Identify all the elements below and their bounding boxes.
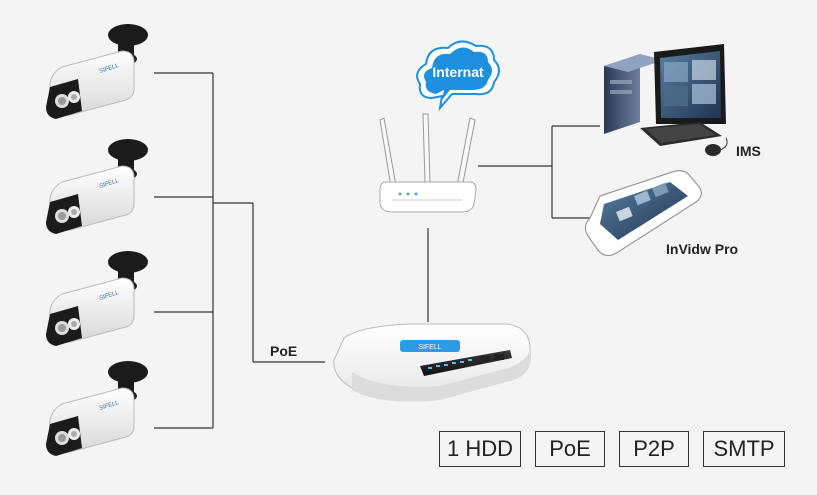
camera-1 [45,23,149,120]
camera-4 [45,360,149,457]
ims-label: IMS [736,143,761,159]
feature-p2p: P2P [619,431,689,467]
nvr-device-icon: SIFELL [333,323,531,402]
feature-poe: PoE [535,431,605,467]
feature-smtp: SMTP [703,431,785,467]
nvr-logo: SIFELL [418,344,441,351]
desktop-pc-icon [604,44,728,156]
internet-cloud-icon: Internat [416,40,500,112]
camera-3 [45,250,149,347]
smartphone-icon [584,170,702,257]
poe-label: PoE [270,343,297,359]
camera-2 [45,138,149,235]
mobile-app-label: InVidw Pro [666,241,738,257]
feature-bar: 1 HDD PoE P2P SMTP [439,431,785,467]
cloud-label: Internat [432,64,484,80]
router-icon [379,113,477,213]
feature-hdd: 1 HDD [439,431,521,467]
